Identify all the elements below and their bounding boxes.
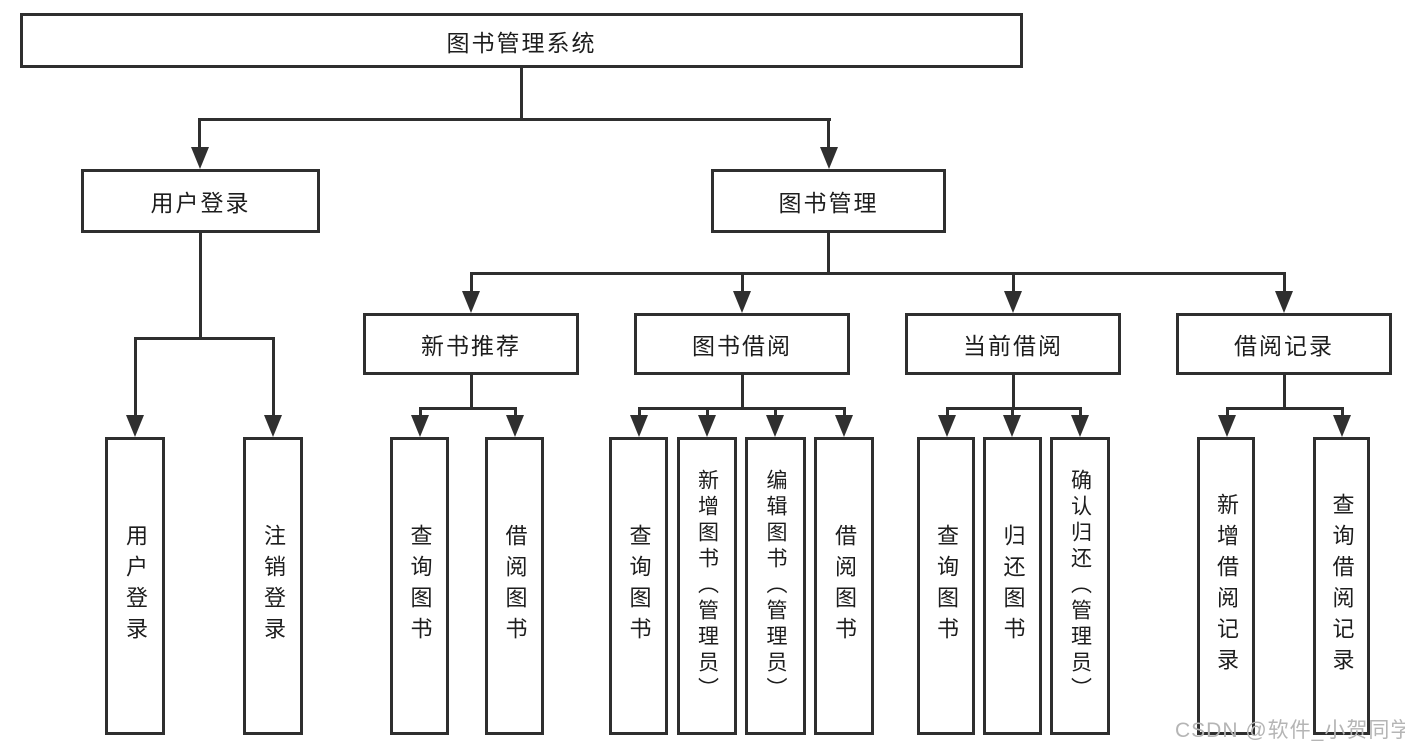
arrow-down-icon bbox=[126, 415, 144, 437]
leaf-add-borrow-record: 新增借阅记录 bbox=[1197, 437, 1255, 735]
connector-line bbox=[1226, 407, 1229, 419]
connector-line bbox=[198, 118, 201, 150]
node-book-management-label: 图书管理 bbox=[778, 190, 879, 216]
connector-line bbox=[638, 407, 846, 410]
connector-line bbox=[741, 272, 744, 294]
connector-line bbox=[1226, 407, 1343, 410]
leaf-confirm-return-admin: 确认归还（管理员） bbox=[1050, 437, 1110, 735]
connector-line bbox=[272, 337, 275, 419]
arrow-down-icon bbox=[733, 291, 751, 313]
leaf-return-book: 归还图书 bbox=[983, 437, 1042, 735]
arrow-down-icon bbox=[1004, 291, 1022, 313]
connector-line bbox=[199, 118, 831, 121]
connector-line bbox=[827, 118, 830, 150]
leaf-query-book-3-label: 查询图书 bbox=[934, 524, 959, 648]
leaf-query-book-2-label: 查询图书 bbox=[626, 524, 652, 648]
connector-line bbox=[638, 407, 641, 419]
leaf-borrow-book-2-label: 借阅图书 bbox=[832, 524, 857, 648]
leaf-borrow-book-1: 借阅图书 bbox=[485, 437, 544, 735]
arrow-down-icon bbox=[1275, 291, 1293, 313]
connector-line bbox=[946, 407, 1082, 410]
leaf-query-book-1-label: 查询图书 bbox=[407, 524, 433, 648]
connector-line bbox=[520, 66, 523, 121]
arrow-down-icon bbox=[462, 291, 480, 313]
leaf-add-borrow-record-label: 新增借阅记录 bbox=[1214, 493, 1239, 679]
arrow-down-icon bbox=[264, 415, 282, 437]
leaf-borrow-book-2: 借阅图书 bbox=[814, 437, 874, 735]
connector-line bbox=[1341, 407, 1344, 419]
connector-line bbox=[514, 407, 517, 419]
connector-line bbox=[741, 373, 744, 410]
leaf-edit-book-admin: 编辑图书（管理员） bbox=[745, 437, 806, 735]
arrow-down-icon bbox=[698, 415, 716, 437]
arrow-down-icon bbox=[938, 415, 956, 437]
arrow-down-icon bbox=[506, 415, 524, 437]
arrow-down-icon bbox=[820, 147, 838, 169]
connector-line bbox=[774, 407, 777, 419]
leaf-query-borrow-record-label: 查询借阅记录 bbox=[1329, 493, 1355, 679]
connector-line bbox=[419, 407, 422, 419]
connector-line bbox=[419, 407, 517, 410]
node-book-borrow: 图书借阅 bbox=[634, 313, 850, 375]
arrow-down-icon bbox=[1003, 415, 1021, 437]
connector-line bbox=[1011, 407, 1014, 419]
connector-line bbox=[1283, 272, 1286, 294]
leaf-borrow-book-1-label: 借阅图书 bbox=[502, 524, 528, 648]
connector-line bbox=[470, 272, 473, 294]
connector-line bbox=[134, 337, 137, 419]
connector-line bbox=[706, 407, 709, 419]
leaf-confirm-return-admin-label: 确认归还（管理员） bbox=[1068, 469, 1092, 703]
node-book-borrow-label: 图书借阅 bbox=[692, 333, 792, 359]
node-new-book-recommend: 新书推荐 bbox=[363, 313, 579, 375]
connector-line bbox=[843, 407, 846, 419]
arrow-down-icon bbox=[191, 147, 209, 169]
leaf-user-login-label: 用户登录 bbox=[123, 524, 148, 648]
leaf-add-book-admin: 新增图书（管理员） bbox=[677, 437, 737, 735]
leaf-edit-book-admin-label: 编辑图书（管理员） bbox=[764, 469, 787, 703]
node-user-login: 用户登录 bbox=[81, 169, 320, 233]
connector-line bbox=[470, 373, 473, 410]
arrow-down-icon bbox=[1333, 415, 1351, 437]
connector-line bbox=[827, 231, 830, 275]
node-current-borrow: 当前借阅 bbox=[905, 313, 1121, 375]
leaf-query-book-3: 查询图书 bbox=[917, 437, 975, 735]
connector-line bbox=[199, 231, 202, 340]
node-book-management: 图书管理 bbox=[711, 169, 946, 233]
node-root-label: 图书管理系统 bbox=[446, 29, 597, 56]
connector-line bbox=[134, 337, 275, 340]
connector-line bbox=[1012, 272, 1015, 294]
watermark: CSDN @软件_小贺同学 bbox=[1175, 719, 1405, 742]
arrow-down-icon bbox=[766, 415, 784, 437]
node-root: 图书管理系统 bbox=[20, 13, 1023, 68]
node-borrow-record-label: 借阅记录 bbox=[1234, 333, 1334, 359]
connector-line bbox=[1079, 407, 1082, 419]
leaf-user-login: 用户登录 bbox=[105, 437, 165, 735]
arrow-down-icon bbox=[1071, 415, 1089, 437]
node-borrow-record: 借阅记录 bbox=[1176, 313, 1392, 375]
node-user-login-label: 用户登录 bbox=[150, 190, 251, 216]
connector-line bbox=[470, 272, 1286, 275]
connector-line bbox=[1012, 373, 1015, 410]
leaf-query-book-1: 查询图书 bbox=[390, 437, 449, 735]
arrow-down-icon bbox=[411, 415, 429, 437]
node-new-book-recommend-label: 新书推荐 bbox=[421, 333, 521, 359]
connector-line bbox=[946, 407, 949, 419]
arrow-down-icon bbox=[1218, 415, 1236, 437]
node-current-borrow-label: 当前借阅 bbox=[963, 333, 1063, 359]
arrow-down-icon bbox=[630, 415, 648, 437]
connector-line bbox=[1283, 373, 1286, 410]
leaf-return-book-label: 归还图书 bbox=[1000, 524, 1026, 648]
leaf-logout-label: 注销登录 bbox=[261, 524, 286, 648]
arrow-down-icon bbox=[835, 415, 853, 437]
leaf-logout: 注销登录 bbox=[243, 437, 303, 735]
leaf-query-book-2: 查询图书 bbox=[609, 437, 668, 735]
leaf-query-borrow-record: 查询借阅记录 bbox=[1313, 437, 1370, 735]
leaf-add-book-admin-label: 新增图书（管理员） bbox=[695, 469, 719, 703]
